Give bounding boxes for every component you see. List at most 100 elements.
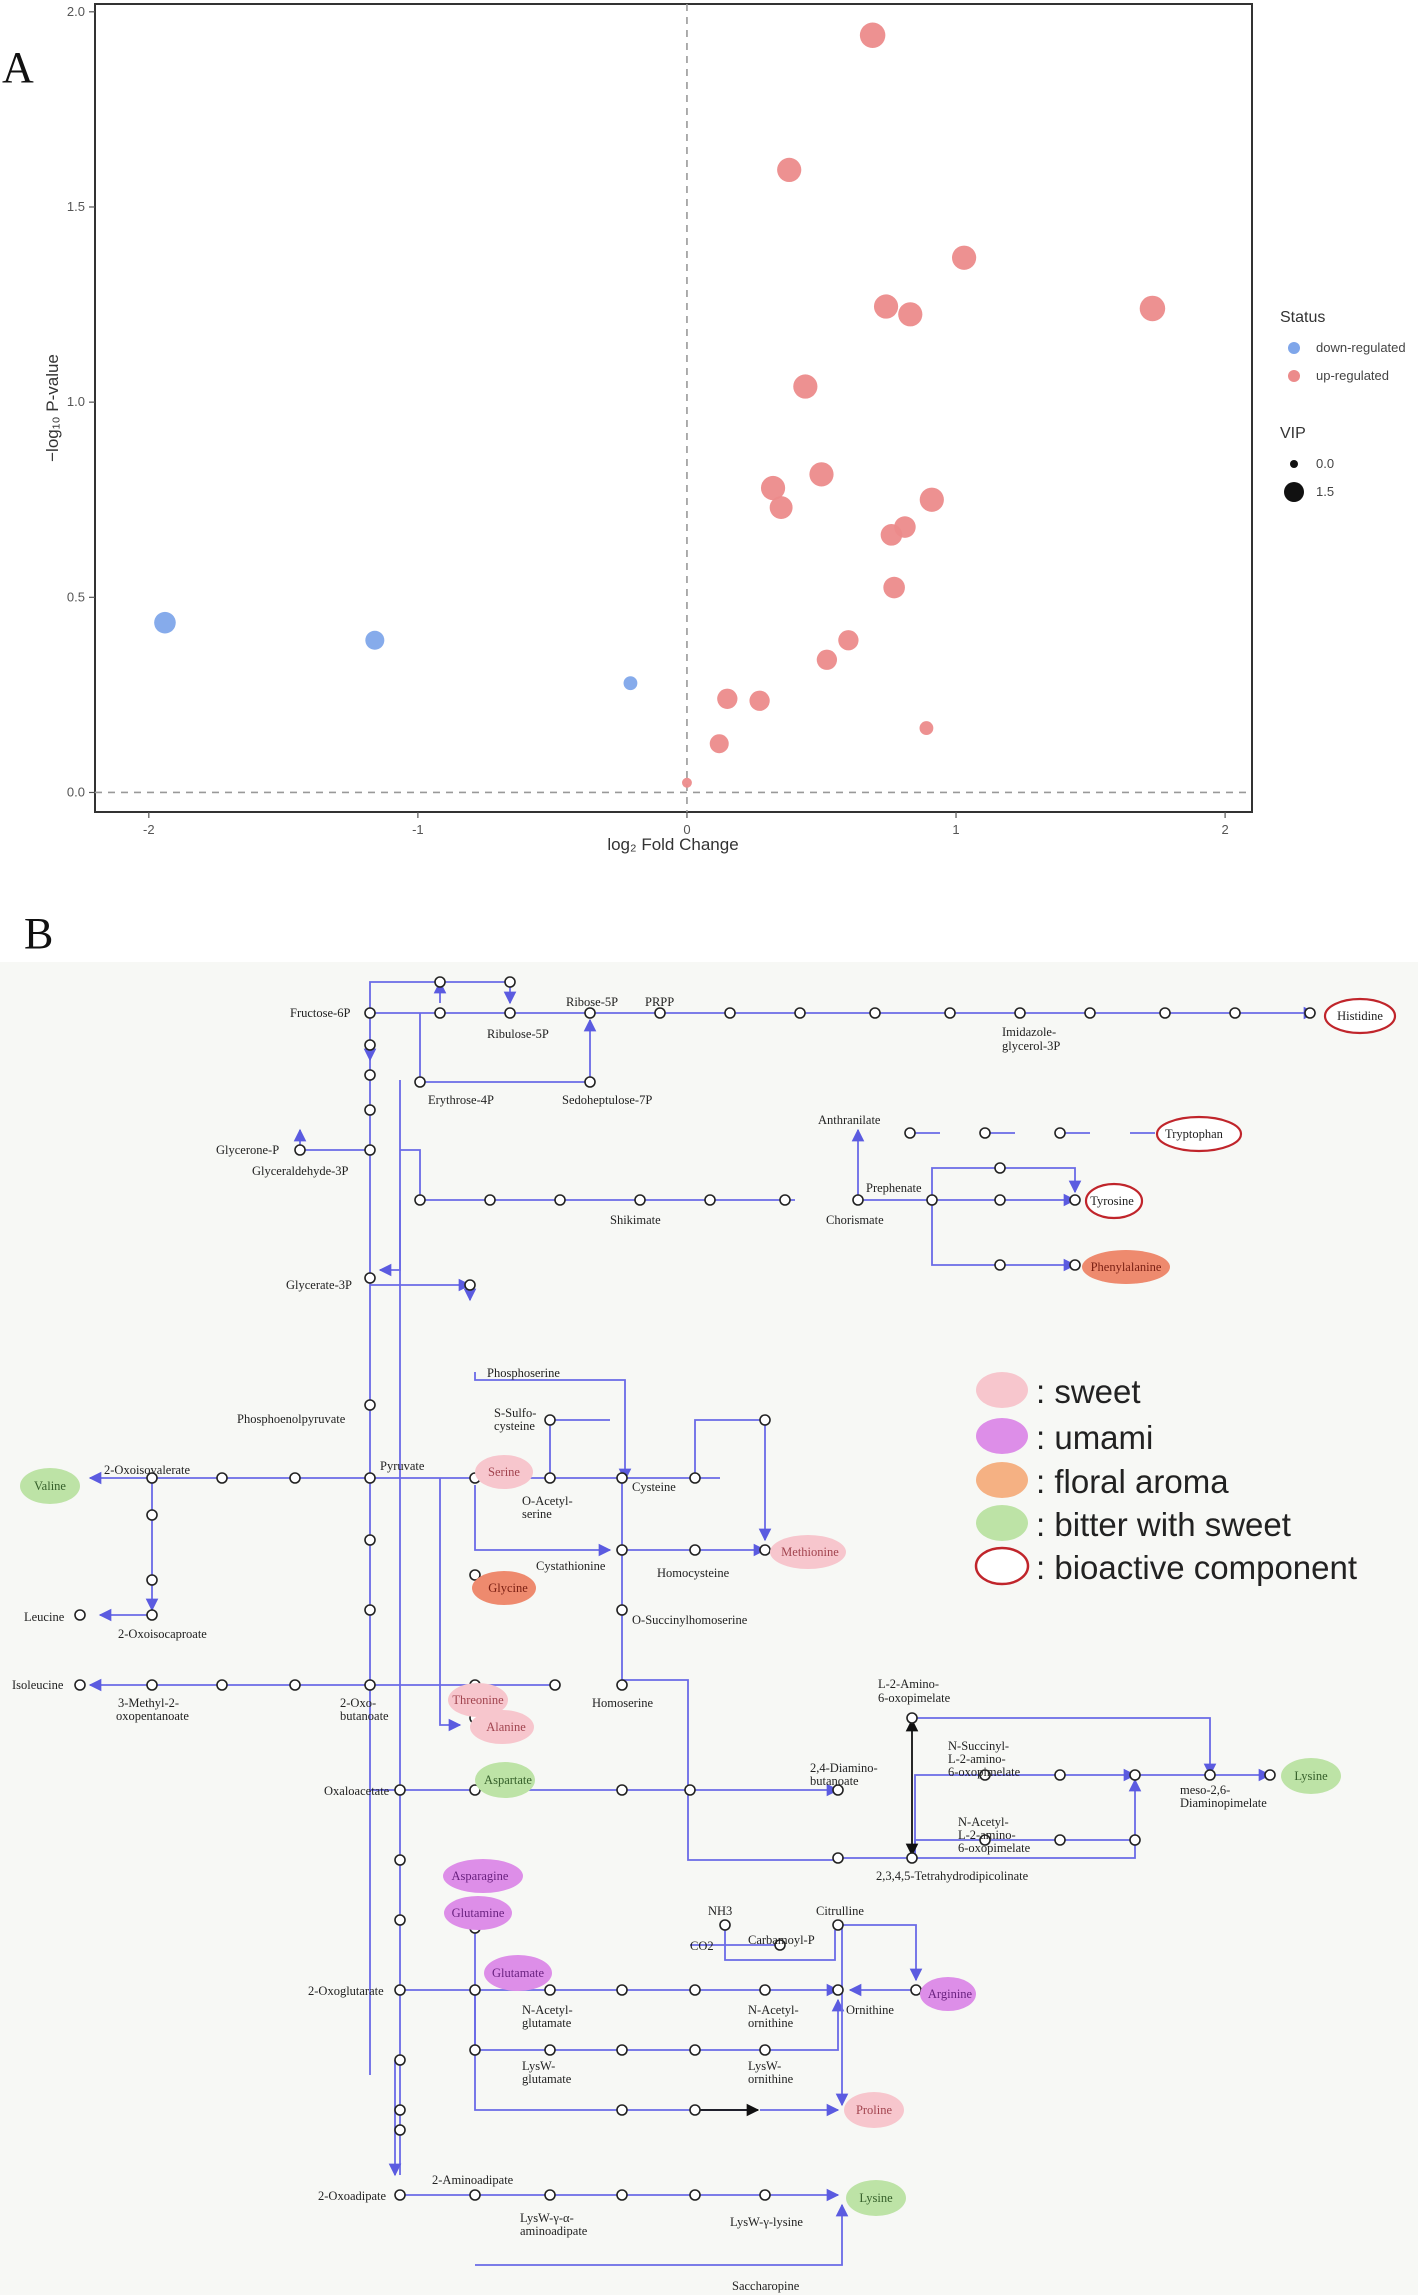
lysine-pill-1 <box>1281 1758 1341 1794</box>
legend-down-label: down-regulated <box>1316 340 1406 355</box>
label-butanoate: butanoate <box>340 1709 389 1723</box>
y-tick-label: 0.5 <box>67 589 85 604</box>
label-imidazole: Imidazole- <box>1002 1025 1056 1039</box>
arginine-pill <box>920 1977 976 2011</box>
label-n-acetyl-ornithine-1: N-Acetyl- <box>748 2003 799 2017</box>
point-up-regulated <box>898 302 923 327</box>
compound-node <box>1069 1259 1081 1271</box>
compound-node <box>616 2044 628 2056</box>
key-sweet-swatch <box>976 1372 1028 1408</box>
compound-node <box>832 1852 844 1864</box>
compound-node <box>394 1984 406 1996</box>
pathway-compound-nodes <box>74 976 1316 2201</box>
compound-node <box>689 1544 701 1556</box>
compound-node <box>719 1919 731 1931</box>
serine-pill <box>475 1455 533 1489</box>
compound-node <box>146 1472 158 1484</box>
compound-node <box>1129 1834 1141 1846</box>
lysine-label-1: Lysine <box>1294 1769 1328 1783</box>
compound-node <box>852 1194 864 1206</box>
point-up-regulated <box>880 524 903 546</box>
compound-node <box>689 2044 701 2056</box>
point-up-regulated <box>769 496 793 519</box>
point-up-regulated <box>709 734 729 754</box>
glycine-label: Glycine <box>488 1581 528 1595</box>
point-up-regulated <box>793 374 818 399</box>
label-s-sulfo: S-Sulfo- <box>494 1406 536 1420</box>
legend-vip-small-marker <box>1290 460 1298 468</box>
label-erythrose-4p: Erythrose-4P <box>428 1093 494 1107</box>
compound-node <box>684 1784 696 1796</box>
compound-node <box>779 1194 791 1206</box>
compound-node <box>469 1784 481 1796</box>
compound-node <box>906 1852 918 1864</box>
glutamate-label: Glutamate <box>492 1966 545 1980</box>
compound-node <box>544 1472 556 1484</box>
label-s-sulfo-cysteine: cysteine <box>494 1419 535 1433</box>
label-2-aminoadipate: 2-Aminoadipate <box>432 2173 514 2187</box>
label-carbamoyl-p: Carbamoyl-P <box>748 1933 815 1947</box>
panel-a-letter: A <box>2 43 34 92</box>
compound-node <box>364 1069 376 1081</box>
lysine-label-2: Lysine <box>859 2191 893 2205</box>
tyrosine-pill <box>1084 1182 1144 1220</box>
compound-node <box>289 1679 301 1691</box>
point-up-regulated <box>760 475 786 501</box>
point-up-regulated <box>1139 295 1166 322</box>
compound-node <box>759 1544 771 1556</box>
label-o-acetyl: O-Acetyl- <box>522 1494 573 1508</box>
aspartate-pill <box>475 1762 535 1798</box>
label-glycerone-p: Glycerone-P <box>216 1143 279 1157</box>
alanine-label: Alanine <box>486 1720 526 1734</box>
compound-node <box>289 1472 301 1484</box>
compound-node <box>616 1679 628 1691</box>
x-tick-label: 2 <box>1221 822 1228 837</box>
legend-up-label: up-regulated <box>1316 368 1389 383</box>
compound-node <box>394 2054 406 2066</box>
compound-node <box>832 1919 844 1931</box>
label-fructose-6p: Fructose-6P <box>290 1006 350 1020</box>
compound-node <box>146 1509 158 1521</box>
compound-node <box>469 2044 481 2056</box>
compound-node <box>464 1279 476 1291</box>
data-points <box>154 22 1166 788</box>
compound-node <box>1054 1834 1066 1846</box>
label-isoleucine: Isoleucine <box>12 1678 64 1692</box>
compound-node <box>616 1544 628 1556</box>
serine-label: Serine <box>488 1465 520 1479</box>
compound-node <box>689 2189 701 2201</box>
point-up-regulated <box>951 245 977 270</box>
compound-node <box>759 1984 771 1996</box>
compound-node <box>364 1104 376 1116</box>
compound-node <box>584 1076 596 1088</box>
legend-vip-large-label: 1.5 <box>1316 484 1334 499</box>
amino-acid-pills: Histidine Tryptophan Tyrosine Phenylalan… <box>20 997 1397 2216</box>
label-o-succinylhomoserine: O-Succinylhomoserine <box>632 1613 748 1627</box>
x-tick-label: 0 <box>683 822 690 837</box>
compound-node <box>584 1007 596 1019</box>
compound-node <box>394 1784 406 1796</box>
label-meso-2-6: meso-2,6- <box>1180 1783 1230 1797</box>
label-glycerate-3p: Glycerate-3P <box>286 1278 352 1292</box>
label-diamino-butanoate: butanoate <box>810 1774 859 1788</box>
compound-node <box>724 1007 736 1019</box>
compound-node <box>926 1194 938 1206</box>
compound-node <box>484 1194 496 1206</box>
edge <box>694 1419 772 1542</box>
point-up-regulated <box>717 688 738 709</box>
threonine-pill <box>448 1683 508 1717</box>
label-lysw-ornithine-1: LysW- <box>748 2059 781 2073</box>
glycine-pill <box>472 1571 536 1605</box>
label-oxopentanoate: oxopentanoate <box>116 1709 189 1723</box>
label-o-acetyl-serine: serine <box>522 1507 552 1521</box>
compound-node <box>216 1679 228 1691</box>
compound-node <box>689 1984 701 1996</box>
compound-node <box>504 976 516 988</box>
label-chorismate: Chorismate <box>826 1213 884 1227</box>
compound-node <box>689 2104 701 2116</box>
compound-node <box>1304 1007 1316 1019</box>
aspartate-label: Aspartate <box>484 1773 532 1787</box>
compound-node <box>364 1399 376 1411</box>
